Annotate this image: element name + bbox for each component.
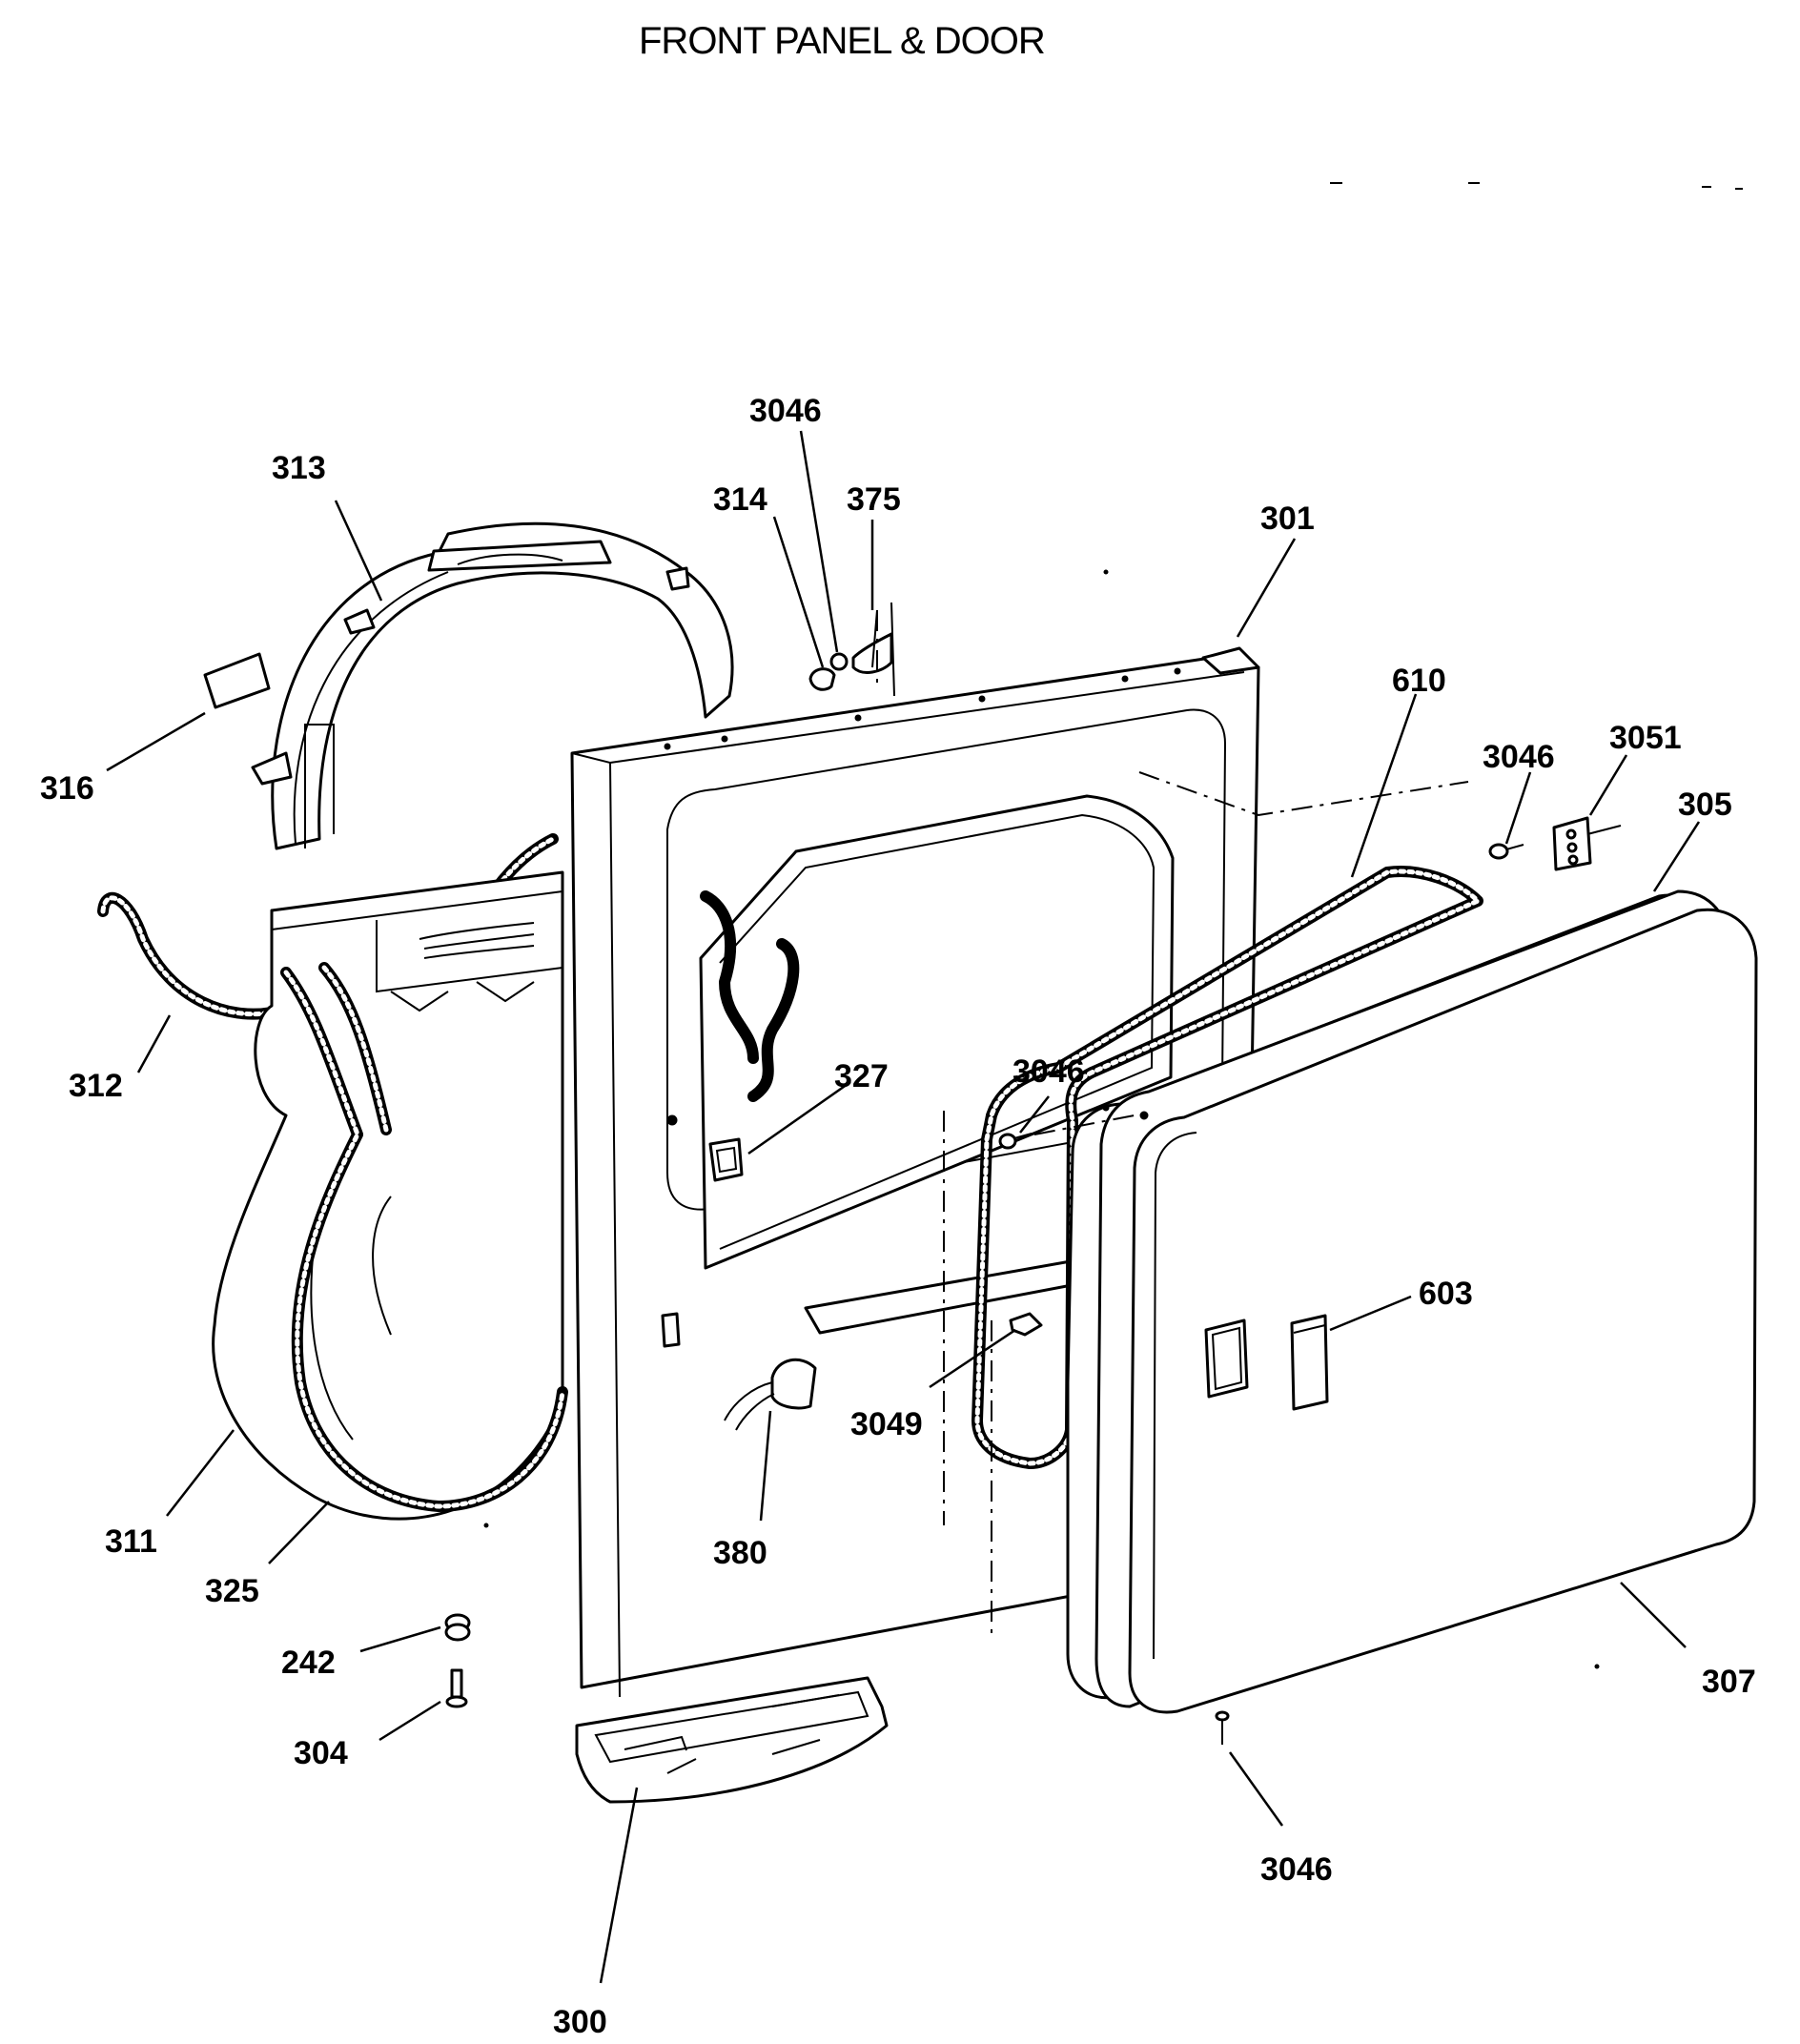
part-labels: 313 316 312 311 325 242 304 300 380 327 … (40, 393, 1756, 2040)
label-610: 610 (1392, 663, 1446, 699)
part-304-screw (445, 1668, 468, 1708)
label-311: 311 (105, 1523, 157, 1560)
panel-wire-left (700, 890, 759, 1064)
label-307: 307 (1702, 1664, 1756, 1700)
part-380-switch (724, 1358, 817, 1431)
part-603-handle (1290, 1314, 1329, 1411)
panel-wire-right (747, 938, 800, 1102)
part-307-door-outer (1128, 908, 1758, 1714)
label-603: 603 (1419, 1276, 1473, 1312)
label-3046-top: 3046 (749, 393, 822, 429)
part-242-nut (444, 1613, 471, 1642)
label-3051: 3051 (1609, 720, 1682, 756)
part-3049-strike (1009, 1312, 1043, 1337)
part-313-blower-ring (251, 521, 734, 850)
part-3051-hinge (1552, 816, 1622, 871)
part-327-strike (708, 1137, 744, 1182)
part-300-toe-panel (575, 1676, 889, 1804)
part-610-door-gasket (972, 866, 1483, 1469)
stray-marks (483, 182, 1743, 1669)
part-311-duct (212, 870, 564, 1521)
label-305: 305 (1678, 787, 1732, 823)
part-3046-screw-mid (998, 1133, 1033, 1150)
label-301: 301 (1260, 501, 1315, 537)
label-375: 375 (847, 481, 901, 518)
label-304: 304 (294, 1735, 348, 1771)
label-3046-bottom: 3046 (1260, 1851, 1333, 1888)
label-3049: 3049 (850, 1406, 923, 1442)
label-327: 327 (834, 1058, 889, 1094)
label-313: 313 (272, 450, 326, 486)
diagram-title: FRONT PANEL & DOOR (639, 20, 1045, 62)
label-312: 312 (69, 1068, 123, 1104)
part-316-strip (203, 652, 271, 709)
leader-lines (106, 430, 1701, 1984)
label-242: 242 (281, 1645, 336, 1681)
label-300: 300 (553, 2004, 607, 2040)
part-3046-screw-bottom (1215, 1710, 1230, 1745)
part-3046-screw-right (1488, 843, 1524, 860)
part-375-latch-spring (851, 602, 895, 697)
label-325: 325 (205, 1573, 259, 1609)
label-316: 316 (40, 770, 94, 807)
label-314: 314 (713, 481, 767, 518)
assembly-lines (876, 610, 1469, 1640)
label-380: 380 (713, 1535, 767, 1571)
label-3046-mid: 3046 (1012, 1053, 1085, 1090)
label-3046-right: 3046 (1483, 739, 1555, 775)
part-314-latch-plug (808, 652, 849, 691)
part-325-duct-gasket (280, 962, 568, 1512)
